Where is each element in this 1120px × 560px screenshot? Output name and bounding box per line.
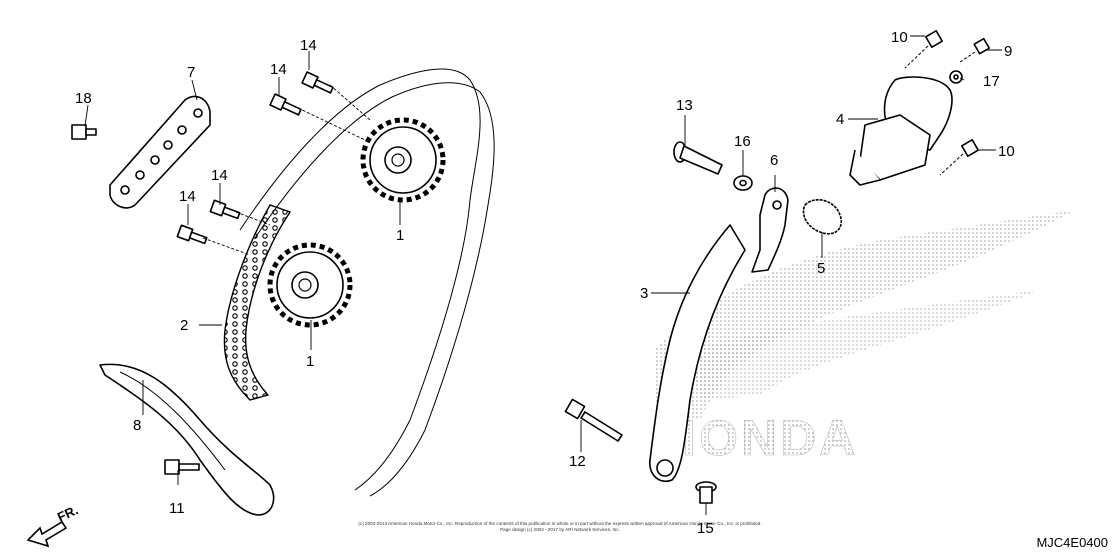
- copyright-line-2: Page design (c) 2004 - 2017 by ARI Netwo…: [500, 527, 620, 532]
- tensioner-arm: [649, 224, 746, 482]
- lifter-bolt-9-icon: [959, 37, 990, 63]
- callout-1b: 1: [306, 353, 314, 370]
- lifter-bolt-upper-icon: [904, 30, 943, 69]
- cam-sprocket-lower: [267, 242, 353, 328]
- front-direction-arrow: FR.: [26, 502, 80, 548]
- callout-4: 4: [836, 111, 844, 128]
- cam-sprocket-upper: [360, 117, 446, 203]
- callout-10b: 10: [998, 143, 1015, 160]
- callout-9: 9: [1004, 43, 1012, 60]
- lifter-washer-icon: [949, 70, 963, 84]
- guide-bolt-11-icon: [164, 459, 200, 475]
- gasket-icon: [802, 199, 842, 235]
- cam-chain-strip: [223, 204, 292, 401]
- callout-12: 12: [569, 453, 586, 470]
- front-direction-label: FR.: [55, 502, 80, 524]
- guide-bolt-icon: [71, 124, 97, 140]
- cam-chain-loop: [239, 68, 495, 497]
- callout-15: 15: [697, 520, 714, 537]
- copyright-line-1: (c) 2003-2013 American Honda Motor Co., …: [358, 521, 762, 526]
- copyright-notice: (c) 2003-2013 American Honda Motor Co., …: [300, 521, 820, 533]
- pivot-bolt-icon: [564, 398, 623, 442]
- callout-18: 18: [75, 90, 92, 107]
- callout-11: 11: [169, 500, 185, 517]
- honda-logo-text: HONDA: [660, 410, 858, 466]
- callout-14a: 14: [300, 37, 317, 54]
- callout-10a: 10: [891, 29, 908, 46]
- fixed-chain-guide: [99, 363, 275, 516]
- lifter-bolt-lower-icon: [939, 139, 979, 176]
- callout-5: 5: [817, 260, 825, 277]
- chain-guide-plate: [109, 95, 211, 209]
- callout-13: 13: [676, 97, 693, 114]
- tensioner-bolt-icon: [673, 141, 723, 175]
- leader-lines: [84, 35, 1002, 515]
- callout-14d: 14: [179, 188, 196, 205]
- honda-wing-logo: HONDA: [655, 210, 1075, 466]
- figure-code: MJC4E0400: [1036, 535, 1108, 550]
- stopper-plate: [751, 187, 789, 273]
- callout-14b: 14: [270, 61, 287, 78]
- callout-17: 17: [983, 73, 1000, 90]
- tensioner-lifter: [849, 76, 953, 186]
- callout-1a: 1: [396, 227, 404, 244]
- washer-bolt-icon: [695, 481, 717, 504]
- callout-6: 6: [770, 152, 778, 169]
- callout-14c: 14: [211, 167, 228, 184]
- callout-2: 2: [180, 317, 188, 334]
- callout-16: 16: [734, 133, 751, 150]
- callout-3: 3: [640, 285, 648, 302]
- callout-7: 7: [187, 64, 195, 81]
- callout-labels: 1 1 2 3 4 5 6 7 8 9 10 10 11 12 13 14 14…: [75, 29, 1015, 537]
- sealing-washer-icon: [733, 175, 753, 191]
- callout-8: 8: [133, 417, 141, 434]
